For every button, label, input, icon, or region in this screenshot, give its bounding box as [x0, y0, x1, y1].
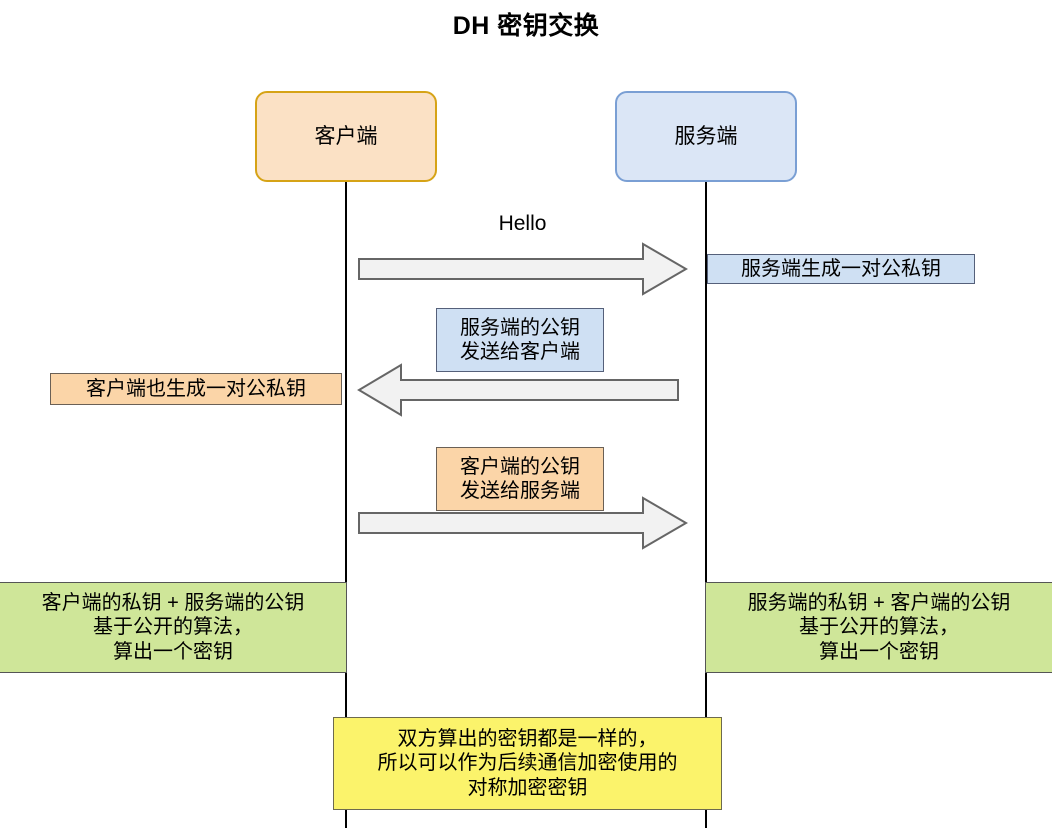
participant-server-label: 服务端 [674, 124, 738, 148]
message-server-pubkey-arrow[interactable] [357, 363, 679, 417]
participant-server[interactable]: 服务端 [615, 91, 797, 182]
note-line: 发送给客户端 [460, 341, 580, 363]
participant-client-label: 客户端 [314, 124, 378, 148]
note-line: 客户端也生成一对公私钥 [86, 377, 306, 400]
note-line: 基于公开的算法， [799, 616, 959, 639]
note-line: 所以可以作为后续通信加密使用的 [377, 752, 678, 775]
note-line: 客户端的私钥 + 服务端的公钥 [41, 591, 305, 614]
note-line: 对称加密密钥 [467, 776, 588, 799]
note-line: 双方算出的密钥都是一样的， [397, 727, 658, 750]
note-line: 算出一个密钥 [113, 640, 233, 663]
note-line: 服务端的公钥 [460, 316, 580, 339]
note-server-generates-keypair: 服务端生成一对公私钥 [707, 254, 975, 284]
note-client-computes-secret: 客户端的私钥 + 服务端的公钥 基于公开的算法， 算出一个密钥 [0, 582, 347, 673]
note-conclusion: 双方算出的密钥都是一样的， 所以可以作为后续通信加密使用的 对称加密密钥 [333, 717, 722, 810]
message-hello-caption: Hello [498, 212, 547, 235]
page-title: DH 密钥交换 [452, 12, 600, 40]
note-server-pubkey-to-client: 服务端的公钥 发送给客户端 [436, 308, 604, 372]
note-client-pubkey-to-server: 客户端的公钥 发送给服务端 [436, 447, 604, 511]
message-client-pubkey-arrow[interactable] [358, 496, 688, 550]
note-line: 基于公开的算法， [93, 616, 253, 639]
note-server-computes-secret: 服务端的私钥 + 客户端的公钥 基于公开的算法， 算出一个密钥 [705, 582, 1052, 673]
participant-client[interactable]: 客户端 [255, 91, 437, 182]
message-hello-arrow[interactable] [358, 242, 688, 296]
note-line: 算出一个密钥 [819, 640, 939, 663]
note-client-generates-keypair: 客户端也生成一对公私钥 [50, 373, 342, 405]
note-line: 客户端的公钥 [460, 455, 580, 478]
note-line: 服务端生成一对公私钥 [741, 257, 941, 280]
lifeline-server [705, 182, 707, 828]
note-line: 发送给服务端 [460, 480, 580, 502]
lifeline-client [345, 182, 347, 828]
note-line: 服务端的私钥 + 客户端的公钥 [747, 591, 1011, 614]
